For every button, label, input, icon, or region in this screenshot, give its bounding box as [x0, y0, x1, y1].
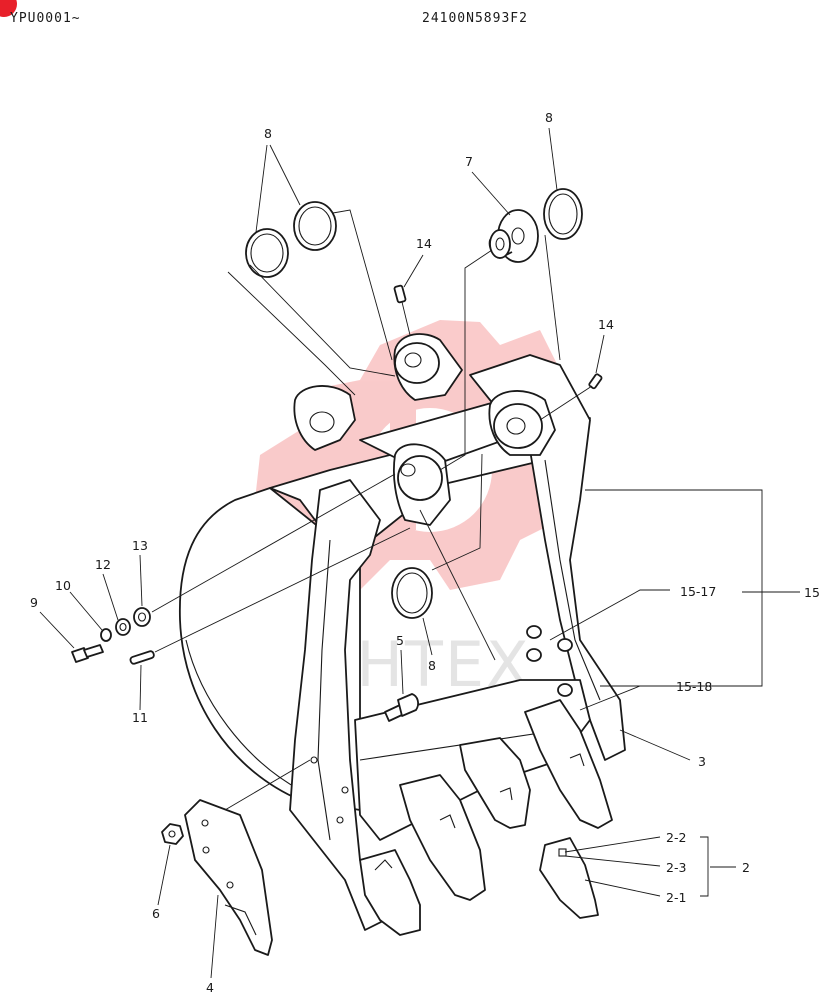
o-ring-8a — [245, 228, 289, 278]
roll-pin-14b — [588, 373, 603, 390]
callout-2-2: 2-2 — [666, 830, 686, 845]
o-ring-8d — [391, 567, 433, 619]
callout-15-18: 15-18 — [676, 679, 712, 694]
callout-8-lower: 8 — [428, 658, 436, 673]
bolt-5 — [384, 693, 419, 722]
callout-13: 13 — [132, 538, 148, 553]
tooth-assembly-2 — [539, 837, 599, 919]
corner-marker-icon — [0, 0, 17, 17]
catalog-code-right: 24100N5893F2 — [422, 11, 528, 26]
callout-3: 3 — [698, 754, 706, 769]
callout-14-left: 14 — [416, 236, 432, 251]
callout-11: 11 — [132, 710, 148, 725]
callout-7: 7 — [465, 154, 473, 169]
side-cutter-4 — [184, 799, 273, 956]
side-bolts — [526, 625, 573, 697]
callout-8-top-right: 8 — [545, 110, 553, 125]
callout-15: 15 — [804, 585, 820, 600]
washer-10 — [100, 628, 112, 642]
callout-5: 5 — [396, 633, 404, 648]
callout-2-1: 2-1 — [666, 890, 686, 905]
spacer-13 — [133, 607, 151, 627]
callout-15-17: 15-17 — [680, 584, 716, 599]
catalog-code-left: YPU0001~ — [10, 11, 81, 26]
o-ring-8b — [293, 201, 337, 251]
leader-lines — [39, 127, 800, 979]
callout-14-right: 14 — [598, 317, 614, 332]
washer-12 — [115, 618, 131, 636]
callout-9: 9 — [30, 595, 38, 610]
callout-2-3: 2-3 — [666, 860, 686, 875]
callout-labels: 8 8 8 7 14 14 13 12 10 9 11 5 6 4 3 15 1… — [30, 110, 820, 995]
roll-pin-14a — [393, 284, 407, 304]
callout-10: 10 — [55, 578, 71, 593]
callout-6: 6 — [152, 906, 160, 921]
callout-12: 12 — [95, 557, 111, 572]
bushing-7 — [488, 209, 539, 263]
bolt-9 — [71, 644, 104, 663]
o-ring-8c — [543, 188, 583, 240]
callout-8-top-left: 8 — [264, 126, 272, 141]
callout-4: 4 — [206, 980, 214, 995]
bucket-teeth — [359, 699, 613, 936]
callout-2: 2 — [742, 860, 750, 875]
pin-11 — [129, 650, 155, 665]
nut-6 — [161, 823, 184, 845]
